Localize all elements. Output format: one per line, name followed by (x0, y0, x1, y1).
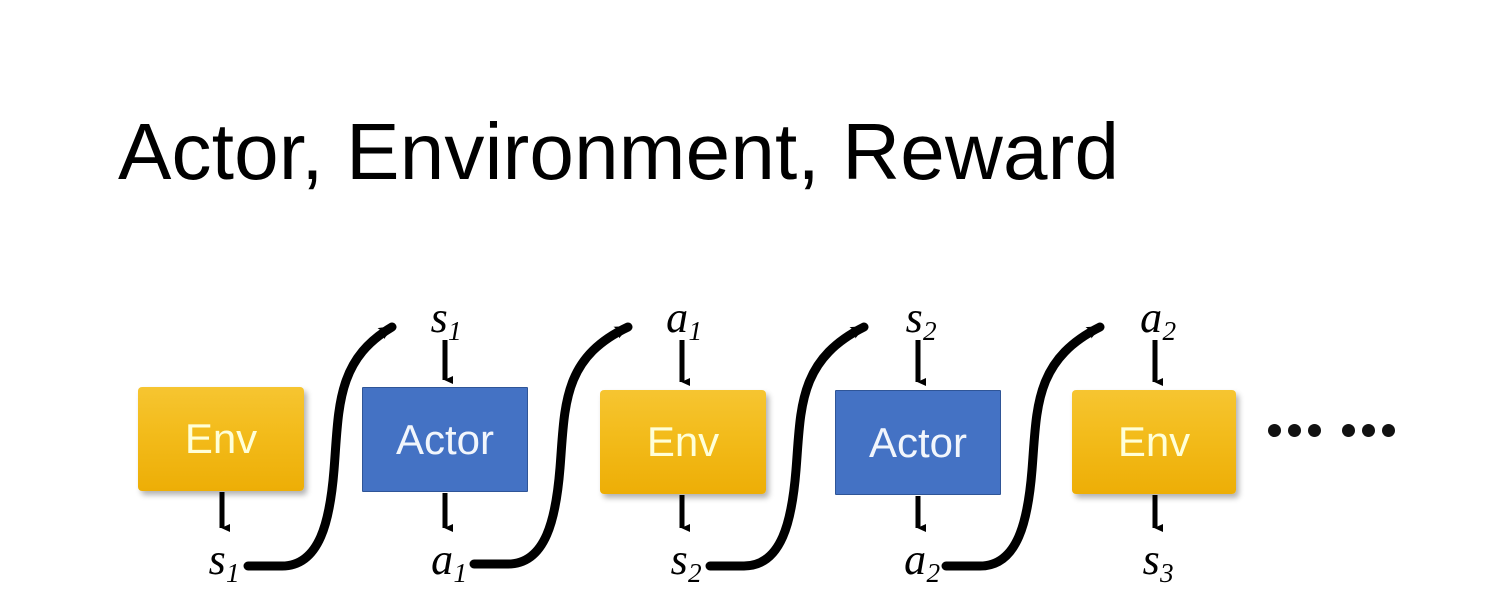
vertical-arrows-into-boxes (442, 340, 1164, 387)
label-action-a1-top: a1 (666, 293, 702, 345)
symbol-subscript: 2 (926, 558, 941, 589)
node-env-2[interactable]: Env (600, 390, 766, 494)
node-env-1[interactable]: Env (138, 387, 304, 491)
node-label: Env (1117, 418, 1191, 465)
symbol-base: s (430, 293, 448, 342)
symbol-base: s (905, 293, 923, 342)
label-state-s1-top: s1 (430, 293, 462, 345)
symbol-subscript: 1 (453, 558, 468, 589)
node-env-3[interactable]: Env (1072, 390, 1236, 494)
symbol-subscript: 3 (1160, 558, 1174, 589)
node-label: Env (646, 418, 720, 465)
symbol-subscript: 1 (226, 558, 240, 589)
label-state-s1-bottom: s1 (208, 535, 240, 587)
ellipsis-dot (1342, 424, 1355, 437)
node-label: Actor (395, 415, 495, 463)
connector-a2-to-env3 (941, 322, 1105, 571)
label-state-s3-bottom: s3 (1142, 535, 1174, 587)
ellipsis-dot (1288, 424, 1301, 437)
ellipsis-dot (1308, 424, 1321, 437)
curved-connectors (243, 322, 1105, 571)
symbol-base: s (208, 535, 226, 584)
label-action-a2-top: a2 (1140, 293, 1176, 345)
page-title: Actor, Environment, Reward (118, 107, 1120, 196)
label-action-a2-bottom: a2 (904, 535, 940, 587)
label-state-s2-bottom: s2 (670, 535, 702, 587)
node-actor-2[interactable]: Actor (835, 390, 1001, 495)
connector-s2-to-actor2 (705, 322, 869, 571)
symbol-base: a (666, 293, 689, 342)
ellipsis-dot (1362, 424, 1375, 437)
connector-s1-to-actor1 (243, 322, 397, 571)
symbol-subscript: 1 (448, 316, 462, 347)
symbol-subscript: 2 (1162, 316, 1177, 347)
node-actor-1[interactable]: Actor (362, 387, 528, 492)
label-action-a1-bottom: a1 (431, 535, 467, 587)
symbol-subscript: 2 (688, 558, 702, 589)
symbol-base: a (431, 535, 454, 584)
symbol-base: s (1142, 535, 1160, 584)
vertical-arrows-out-of-boxes (219, 492, 1164, 533)
ellipsis-gap (1328, 430, 1335, 431)
symbol-base: s (670, 535, 688, 584)
ellipsis-dot (1268, 424, 1281, 437)
connector-a1-to-env2 (469, 322, 633, 569)
symbol-subscript: 1 (688, 316, 703, 347)
symbol-base: a (1140, 293, 1163, 342)
ellipsis-dot (1382, 424, 1395, 437)
label-state-s2-top: s2 (905, 293, 937, 345)
node-label: Actor (868, 418, 968, 466)
node-label: Env (184, 415, 258, 462)
ellipsis-continuation-icon (1268, 424, 1395, 437)
symbol-base: a (904, 535, 927, 584)
symbol-subscript: 2 (923, 316, 937, 347)
